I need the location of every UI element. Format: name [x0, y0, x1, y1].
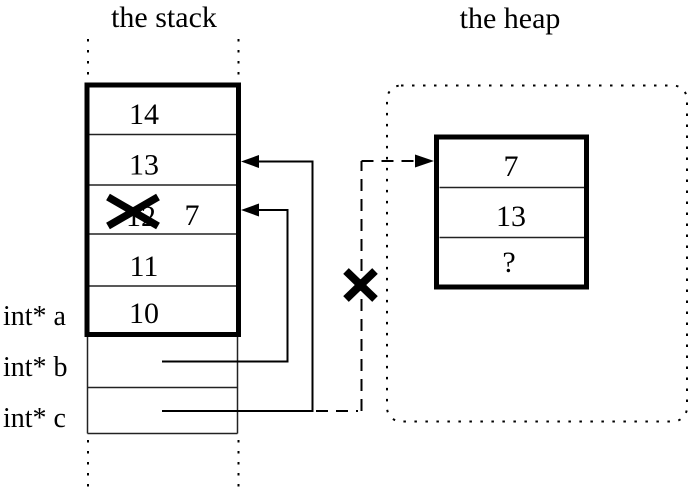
invalid-x-icon	[343, 268, 378, 302]
pointer-label-c: int* c	[3, 403, 66, 434]
heap-cell-separators	[439, 186, 584, 239]
stack-title: the stack	[111, 1, 217, 34]
dashed-heap-arrow	[316, 154, 434, 412]
pointer-arrow-c-head	[241, 155, 259, 168]
heap-block-box	[434, 134, 589, 290]
pointer-arrow-b	[162, 203, 289, 363]
stack-cell-new-value: 7	[185, 199, 200, 232]
crossout-x-icon	[106, 193, 160, 230]
stack-dotted-guides	[87, 39, 240, 487]
heap-cell-value: 13	[496, 200, 526, 233]
stack-pointer-cells	[86, 337, 239, 435]
pointer-arrow-b-head	[241, 203, 259, 217]
heap-cell-value: 7	[504, 150, 519, 183]
stack-cell-value: 10	[129, 297, 159, 330]
stack-cell-value: 14	[129, 98, 159, 131]
pointer-label-b: int* b	[3, 352, 68, 383]
pointer-arrow-c	[162, 155, 314, 412]
pointer-arrow-b-line	[162, 209, 289, 363]
pointer-label-a: int* a	[3, 301, 67, 332]
stack-cell-separators	[89, 133, 236, 287]
heap-cell-value: ?	[502, 246, 515, 279]
heap-title: the heap	[460, 2, 561, 35]
dashed-arrow-head	[415, 154, 434, 168]
stack-frame-box	[84, 82, 241, 337]
invalid-x-stroke	[343, 268, 378, 302]
pointer-arrow-c-line	[162, 160, 314, 412]
stack-cell-value: 13	[129, 149, 159, 182]
heap-region-outline	[386, 84, 688, 423]
stack-cell-value: 11	[130, 250, 159, 283]
crossout-stroke	[106, 193, 160, 230]
